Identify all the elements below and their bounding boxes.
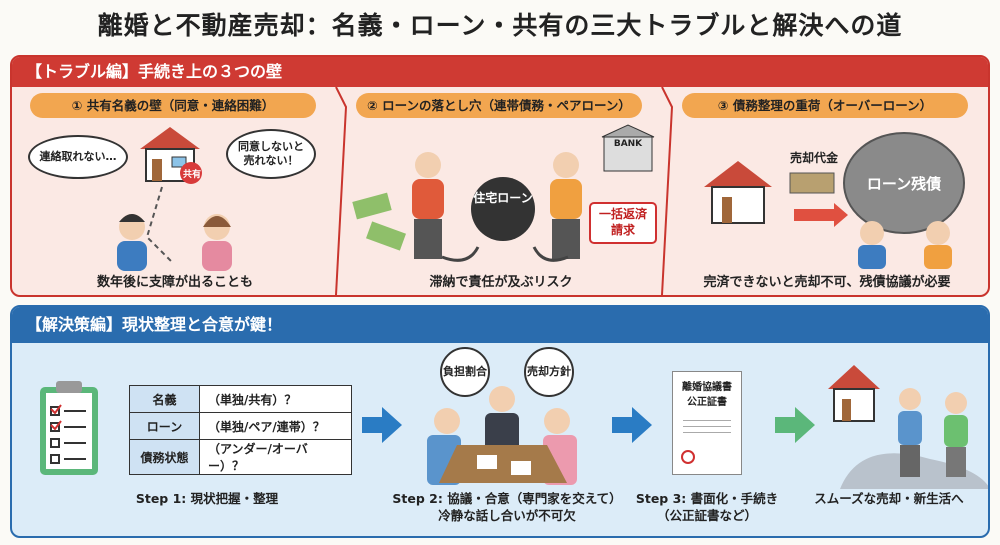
- remaining-debt-label: ローン残債: [866, 175, 942, 193]
- step2-label: Step 2: 協議・合意（専門家を交えて）冷静な話し合いが不可欠: [372, 491, 642, 525]
- step2-subtitle: 冷静な話し合いが不可欠: [438, 507, 576, 523]
- table-key: ローン: [129, 412, 200, 440]
- table-row: 債務状態（アンダー/オーバー）？: [129, 439, 352, 475]
- chevron-divider: [335, 87, 348, 295]
- trouble-column-loan: ② ローンの落とし穴（連帯債務・ペアローン） 住宅ローン BANK 一括返済請求…: [338, 87, 664, 295]
- trouble-label: ③ 債務整理の重荷（オーバーローン）: [682, 93, 968, 118]
- sale-proceeds-label: 売却代金: [789, 151, 838, 165]
- trouble-caption: 完済できないと売却不可、残債協議が必要: [703, 275, 951, 290]
- seal-icon: [681, 450, 695, 464]
- trouble-column-overloan: ③ 債務整理の重荷（オーバーローン） 売却代金 ローン残債 完済できないと売却不…: [664, 87, 988, 295]
- step3-subtitle: （公正証書など）: [656, 507, 757, 523]
- document-title-line: 公正証書: [687, 397, 727, 408]
- speech-bubble: 連絡取れない…: [28, 135, 128, 179]
- trouble-column-co-ownership: ① 共有名義の壁（同意・連絡困難） 連絡取れない… 同意しないと売れない！ 共有…: [12, 87, 338, 295]
- consultation-meeting-illustration: [427, 386, 577, 485]
- final-label: スムーズな売却・新生活へ: [814, 491, 964, 506]
- co-ownership-badge: 共有: [183, 170, 202, 180]
- overloan-illustration: [704, 132, 965, 269]
- arrow-right-icon: [362, 407, 402, 443]
- bank-label: BANK: [613, 139, 643, 149]
- document-title-line: 離婚協議書: [682, 382, 732, 393]
- step1-label: Step 1: 現状把握・整理: [135, 491, 279, 506]
- table-row: 名義（単独/共有）？: [129, 385, 352, 413]
- notarized-document: 離婚協議書公正証書: [672, 371, 742, 475]
- trouble-header: 【トラブル編】手続き上の３つの壁: [12, 57, 988, 87]
- new-life-illustration: [828, 365, 988, 489]
- trouble-label: ① 共有名義の壁（同意・連絡困難）: [30, 93, 316, 118]
- checklist-clipboard-icon: [40, 381, 98, 475]
- solution-panel: 【解決策編】現状整理と合意が鍵！ 名義（単独/共有）？ ローン（単独/ペア/連帯…: [10, 305, 990, 538]
- arrow-right-icon: [612, 407, 652, 443]
- table-value: （単独/ペア/連帯）？: [199, 412, 352, 440]
- table-value: （アンダー/オーバー）？: [199, 439, 352, 475]
- table-key: 名義: [129, 385, 200, 413]
- loan-burden-illustration: [352, 124, 657, 262]
- mortgage-ball-label: 住宅ローン: [473, 191, 533, 205]
- page-title: 離婚と不動産売却：名義・ローン・共有の三大トラブルと解決への道: [97, 11, 903, 40]
- table-row: ローン（単独/ペア/連帯）？: [129, 412, 352, 440]
- speech-bubble: 負担割合: [440, 347, 490, 397]
- step3-label: Step 3: 書面化・手続き（公正証書など）: [632, 491, 782, 525]
- step2-title: Step 2: 協議・合意（専門家を交えて）: [392, 491, 622, 506]
- speech-bubble: 売却方針: [524, 347, 574, 397]
- document-title: 離婚協議書公正証書: [673, 380, 741, 410]
- arrow-right-icon: [775, 407, 815, 443]
- lump-sum-demand-label: 一括返済請求: [598, 207, 647, 237]
- chevron-divider: [661, 87, 674, 295]
- couple-house-illustration: [117, 127, 232, 271]
- table-value: （単独/共有）？: [199, 385, 352, 413]
- trouble-label: ② ローンの落とし穴（連帯債務・ペアローン）: [356, 93, 642, 118]
- table-key: 債務状態: [129, 439, 200, 475]
- trouble-caption: 数年後に支障が出ることも: [96, 275, 253, 290]
- trouble-caption: 滞納で責任が及ぶリスク: [429, 275, 573, 290]
- trouble-panel: 【トラブル編】手続き上の３つの壁 ① 共有名義の壁（同意・連絡困難） 連絡取れな…: [10, 55, 990, 297]
- step3-title: Step 3: 書面化・手続き: [635, 491, 779, 506]
- speech-bubble: 同意しないと売れない！: [226, 129, 316, 179]
- status-check-table: 名義（単独/共有）？ ローン（単独/ペア/連帯）？ 債務状態（アンダー/オーバー…: [129, 385, 352, 475]
- solution-header: 【解決策編】現状整理と合意が鍵！: [12, 307, 988, 343]
